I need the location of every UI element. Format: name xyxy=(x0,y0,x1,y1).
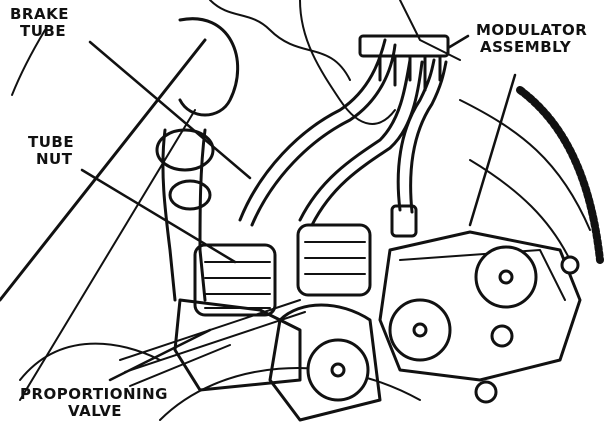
bolt-right xyxy=(490,324,514,348)
left-pipe xyxy=(161,128,177,302)
label-modulator-line2: ASSEMBLY xyxy=(480,38,572,56)
right-panel-curve xyxy=(459,99,591,231)
brake-tube-1 xyxy=(238,38,387,222)
label-modulator-line1: MODULATOR xyxy=(476,21,588,39)
leader-modulator xyxy=(446,34,470,50)
modulator-housing-inner xyxy=(399,249,566,301)
modulator-cap-center-inner xyxy=(412,322,428,338)
modulator-cap-top-inner xyxy=(498,269,514,285)
label-brake-tube-line1: BRAKE xyxy=(10,5,69,23)
upper-right-panel xyxy=(399,0,461,61)
connector-pins xyxy=(378,54,442,92)
brake-tube-2 xyxy=(250,43,397,227)
brake-tube-5 xyxy=(396,58,436,212)
bolt-bottom-right xyxy=(560,255,580,275)
label-tube-nut-line2: NUT xyxy=(36,150,73,168)
proportioning-valve-line-2 xyxy=(124,311,306,373)
tube-nut-left xyxy=(193,243,277,317)
label-brake-tube-line2: TUBE xyxy=(20,22,67,40)
lower-housing xyxy=(268,303,382,422)
leader-tube-nut xyxy=(80,168,237,264)
label-proportioning-valve: PROPORTIONING VALVE xyxy=(20,386,168,420)
leader-brake-tube xyxy=(88,40,252,180)
modulator-housing xyxy=(378,230,582,382)
tube-nut-right xyxy=(296,223,372,297)
left-pipe-fitting xyxy=(155,128,215,172)
frame-line-left-2 xyxy=(19,109,196,401)
left-pipe-2 xyxy=(198,128,207,302)
brake-tube-6 xyxy=(409,60,448,214)
label-tube-nut-line1: TUBE xyxy=(28,133,75,151)
frame-line-left xyxy=(0,38,207,302)
modulator-fitting xyxy=(390,204,418,238)
brake-tube-3 xyxy=(298,58,412,222)
leader-proportioning xyxy=(108,328,212,382)
hatched-edge xyxy=(516,86,604,264)
label-tube-nut: TUBE NUT xyxy=(28,134,74,168)
bolt-bottom xyxy=(474,380,498,404)
label-proportioning-line1: PROPORTIONING xyxy=(20,385,168,403)
leader-proportioning-2 xyxy=(129,344,231,387)
brake-tube-4 xyxy=(310,60,424,227)
modulator-connector xyxy=(358,34,450,58)
left-pipe-fitting-2 xyxy=(168,179,212,211)
upper-body-edge xyxy=(209,0,351,81)
leader-modulator-2 xyxy=(468,73,517,227)
label-brake-tube: BRAKE TUBE xyxy=(10,6,69,40)
left-blob xyxy=(178,17,240,117)
label-proportioning-line2: VALVE xyxy=(68,402,123,420)
bottom-curve-2 xyxy=(159,367,421,421)
leader-brake-tube-2 xyxy=(11,29,46,96)
bottom-curve xyxy=(19,342,161,381)
upper-body-curve xyxy=(299,0,396,125)
lower-cap-inner xyxy=(330,362,346,378)
proportioning-valve-body xyxy=(173,298,302,392)
label-modulator-assembly: MODULATOR ASSEMBLY xyxy=(476,22,587,56)
